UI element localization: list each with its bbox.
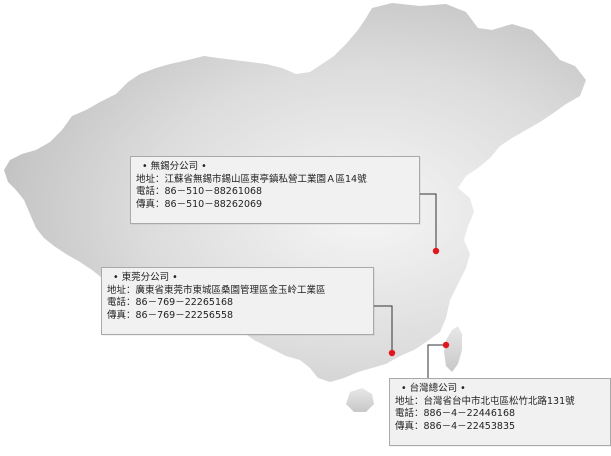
office-card-dongguan: • 東莞分公司 • 地址：廣東省東莞市東城區桑園管理區金玉岭工業區 電話：86－… xyxy=(101,267,374,335)
connector-line-wuxi xyxy=(420,193,437,250)
marker-dot-dongguan[interactable] xyxy=(388,349,396,357)
connector-line-dongguan xyxy=(374,305,393,353)
office-fax: 傳真：886－4－22453835 xyxy=(395,420,516,432)
office-phone: 電話：86－510－88261068 xyxy=(136,186,263,197)
marker-dot-wuxi[interactable] xyxy=(432,247,440,255)
office-card-taiwan: • 台灣總公司 • 地址：台灣省台中市北屯區松竹北路131號 電話：886－4－… xyxy=(389,378,611,446)
office-fax: 傳真：86－769－22256558 xyxy=(107,309,234,321)
taiwan-island-shape xyxy=(444,326,462,372)
office-fax: 傳真：86－510－88262069 xyxy=(136,198,263,210)
hainan-island-shape xyxy=(346,388,374,412)
office-phone: 電話：86－769－22265168 xyxy=(107,297,234,308)
office-title: • 東莞分公司 • xyxy=(113,272,178,283)
office-card-wuxi: • 無錫分公司 • 地址：江蘇省無錫市錫山區東亭鎮私營工業園Ａ區14號 電話：8… xyxy=(130,156,420,224)
office-address: 地址：台灣省台中市北屯區松竹北路131號 xyxy=(395,395,575,407)
office-title: • 台灣總公司 • xyxy=(401,383,466,394)
office-address: 地址：廣東省東莞市東城區桑園管理區金玉岭工業區 xyxy=(107,284,326,296)
office-phone: 電話：886－4－22446168 xyxy=(395,408,516,419)
office-address: 地址：江蘇省無錫市錫山區東亭鎮私營工業園Ａ區14號 xyxy=(136,173,367,185)
marker-dot-taiwan[interactable] xyxy=(442,341,450,349)
connector-line-taiwan xyxy=(427,344,446,378)
office-title: • 無錫分公司 • xyxy=(142,161,207,172)
